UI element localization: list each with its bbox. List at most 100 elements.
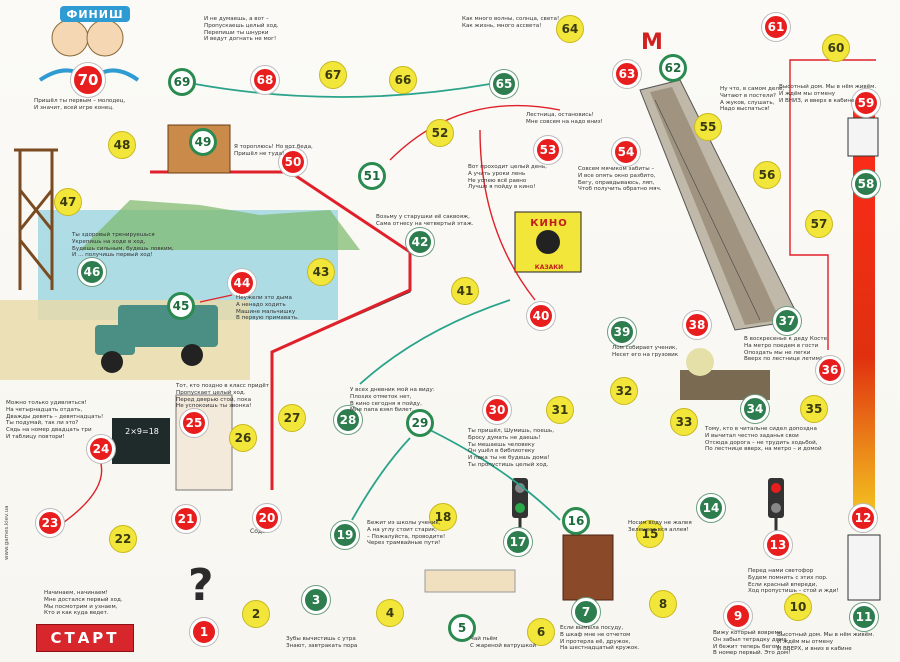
- teal-arrow-69: [194, 83, 491, 98]
- verse-c50: Я тороплюсь! Но вот беда, Пришёл не туда…: [234, 144, 313, 157]
- cell-54: 54: [612, 138, 640, 166]
- cell-23: 23: [36, 509, 64, 537]
- verse-c44: Неужели это дыма А ненадо ходить Машине …: [236, 295, 299, 322]
- verse-c42: Возьму у старушки её саквояж, Сама отнес…: [376, 214, 474, 227]
- cell-27: 27: [278, 404, 306, 432]
- verse-c19: Бежит из школы ученик, А на углу стоит с…: [367, 520, 446, 547]
- cell-30: 30: [483, 396, 511, 424]
- cell-31: 31: [546, 396, 574, 424]
- cell-45: 45: [167, 292, 195, 320]
- chaplin-figure: [536, 230, 560, 254]
- escalator: [639, 79, 801, 331]
- cell-70: 70: [71, 63, 105, 97]
- cell-59: 59: [852, 89, 880, 117]
- verse-c63: Лестница, остановись! Мне совсем на надо…: [526, 112, 603, 125]
- verse-c39: Лом собирает ученик, Несет его на грузов…: [612, 345, 679, 358]
- cell-16: 16: [562, 507, 590, 535]
- traffic-light-left: [512, 478, 528, 535]
- verse-c11: Высотный дом. Мы в нём живём. И ждём мы …: [777, 632, 875, 652]
- cell-22: 22: [109, 525, 137, 553]
- cinema-poster-title: КАЗАКИ: [534, 264, 564, 271]
- cell-51: 51: [358, 162, 386, 190]
- teal-arrow-19: [351, 437, 411, 521]
- truck: [95, 305, 218, 373]
- cinema-sign: КИНО: [530, 218, 568, 229]
- red-arrow-63-51: [389, 104, 561, 161]
- cell-35: 35: [800, 395, 828, 423]
- cell-19: 19: [331, 521, 359, 549]
- cell-1: 1: [190, 618, 218, 646]
- cell-60: 60: [822, 34, 850, 62]
- cell-24: 24: [87, 435, 115, 463]
- cupboard: [562, 534, 614, 601]
- cell-39: 39: [608, 318, 636, 346]
- cell-49: 49: [189, 128, 217, 156]
- verse-c53: Вот проходит целый день, А учить уроки л…: [468, 164, 547, 191]
- verse-c46: Ты здоровый тренируешься Укрепишь на ход…: [72, 232, 174, 259]
- cell-42: 42: [406, 228, 434, 256]
- cell-41: 41: [451, 277, 479, 305]
- verse-c5: Чай пьём С жареной ватрушкой: [470, 636, 537, 649]
- verse-c54: Совсем мячиком забиты – И все опять окно…: [578, 166, 662, 193]
- cell-57: 57: [805, 210, 833, 238]
- verse-c37: В воскресенье к деду Косте На метро поед…: [744, 336, 828, 363]
- cell-12: 12: [849, 504, 877, 532]
- cell-9: 9: [724, 602, 752, 630]
- cell-25: 25: [180, 409, 208, 437]
- cell-62: 62: [659, 54, 687, 82]
- cell-28: 28: [334, 406, 362, 434]
- verse-c68: И не думаешь, а вот – Пропускаешь целый …: [204, 16, 279, 43]
- verse-c28: У всех дневник мой на виду: Плохих отмет…: [350, 387, 435, 414]
- cell-10: 10: [784, 593, 812, 621]
- cell-34: 34: [741, 395, 769, 423]
- verse-c61: Ну что, в самом деле, Читают в постели? …: [720, 86, 785, 113]
- cell-66: 66: [389, 66, 417, 94]
- cell-4: 4: [376, 599, 404, 627]
- cell-36: 36: [816, 356, 844, 384]
- cell-3: 3: [302, 586, 330, 614]
- verse-c15: Носим воду не жалея Зеленеет вся аллея!: [628, 520, 692, 533]
- cell-68: 68: [251, 66, 279, 94]
- cell-26: 26: [229, 424, 257, 452]
- cell-44: 44: [228, 269, 256, 297]
- cell-67: 67: [319, 61, 347, 89]
- cell-2: 2: [242, 600, 270, 628]
- cell-29: 29: [406, 409, 434, 437]
- soda-label: Сода: [250, 528, 266, 535]
- blackboard: [112, 418, 170, 464]
- cell-5: 5: [448, 614, 476, 642]
- cell-48: 48: [108, 131, 136, 159]
- red-arrow-24-23: [59, 459, 103, 526]
- cell-52: 52: [426, 119, 454, 147]
- cell-6: 6: [527, 618, 555, 646]
- cell-63: 63: [613, 60, 641, 88]
- trees: [80, 200, 360, 250]
- red-arrow-53-40: [479, 129, 536, 301]
- cell-46: 46: [78, 258, 106, 286]
- cell-53: 53: [534, 136, 562, 164]
- red-path-stairs: [150, 170, 412, 440]
- cell-11: 11: [850, 603, 878, 631]
- cell-15: 15: [636, 520, 664, 548]
- start-banner: СТАРТ: [36, 624, 134, 652]
- cell-38: 38: [683, 311, 711, 339]
- website-label: www.games.kiev.ua: [4, 505, 10, 560]
- cell-58: 58: [852, 170, 880, 198]
- cell-47: 47: [54, 188, 82, 216]
- verse-start: Начинаем, начинаем! Мне достался первый …: [44, 590, 123, 617]
- cell-18: 18: [429, 503, 457, 531]
- cell-20: 20: [253, 504, 281, 532]
- cell-64: 64: [556, 15, 584, 43]
- verse-c24: Можно только удивляться! На четырнадцать…: [6, 400, 104, 440]
- cell-55: 55: [694, 113, 722, 141]
- verse-c70: Пришёл ты первым – молодец, И значит, вс…: [34, 98, 126, 111]
- cell-14: 14: [697, 494, 725, 522]
- elevator-shaft: [847, 110, 881, 601]
- cell-37: 37: [773, 307, 801, 335]
- cell-8: 8: [649, 590, 677, 618]
- finish-banner: ФИНИШ: [60, 6, 130, 22]
- cell-40: 40: [527, 302, 555, 330]
- cell-13: 13: [764, 531, 792, 559]
- teal-arrow-29: [429, 429, 561, 521]
